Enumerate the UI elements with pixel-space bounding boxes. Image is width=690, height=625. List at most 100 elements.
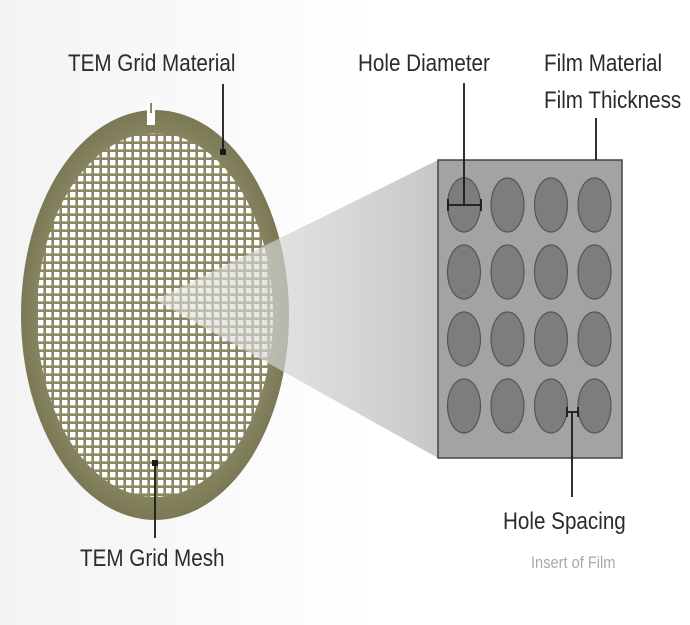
mesh-opening	[38, 328, 44, 334]
mesh-opening	[206, 344, 212, 350]
mesh-opening	[110, 448, 116, 454]
mesh-opening	[134, 408, 140, 414]
mesh-opening	[102, 424, 108, 430]
mesh-opening	[158, 456, 164, 462]
mesh-opening	[110, 328, 116, 334]
mesh-opening	[246, 376, 252, 382]
mesh-opening	[110, 176, 116, 182]
mesh-opening	[134, 328, 140, 334]
mesh-opening	[126, 384, 132, 390]
mesh-opening	[38, 296, 44, 302]
mesh-opening	[126, 192, 132, 198]
mesh-opening	[142, 256, 148, 262]
mesh-opening	[126, 376, 132, 382]
mesh-opening	[94, 216, 100, 222]
mesh-opening	[94, 320, 100, 326]
mesh-opening	[254, 472, 260, 478]
mesh-opening	[142, 376, 148, 382]
mesh-opening	[158, 208, 164, 214]
mesh-opening	[142, 448, 148, 454]
mesh-opening	[110, 352, 116, 358]
mesh-opening	[238, 368, 244, 374]
film-hole	[490, 177, 525, 233]
mesh-opening	[230, 488, 236, 494]
mesh-opening	[166, 464, 172, 470]
mesh-opening	[78, 328, 84, 334]
mesh-opening	[78, 440, 84, 446]
mesh-opening	[214, 360, 220, 366]
mesh-opening	[126, 232, 132, 238]
mesh-opening	[118, 424, 124, 430]
mesh-opening	[262, 184, 268, 190]
mesh-opening	[198, 216, 204, 222]
mesh-opening	[38, 464, 44, 470]
mesh-opening	[230, 184, 236, 190]
mesh-opening	[86, 440, 92, 446]
mesh-opening	[118, 472, 124, 478]
mesh-opening	[38, 320, 44, 326]
mesh-opening	[206, 208, 212, 214]
mesh-opening	[118, 312, 124, 318]
leader-dot-grid-mesh	[152, 460, 158, 466]
mesh-opening	[54, 328, 60, 334]
mesh-opening	[142, 280, 148, 286]
mesh-opening	[62, 232, 68, 238]
film-hole	[533, 244, 569, 300]
mesh-opening	[46, 144, 52, 150]
mesh-opening	[270, 480, 273, 486]
mesh-opening	[262, 360, 268, 366]
mesh-opening	[142, 480, 148, 486]
mesh-opening	[94, 344, 100, 350]
mesh-opening	[78, 312, 84, 318]
mesh-opening	[134, 360, 140, 366]
mesh-opening	[70, 133, 76, 134]
mesh-opening	[110, 168, 116, 174]
mesh-opening	[214, 120, 219, 125]
mesh-opening	[134, 136, 140, 142]
mesh-opening	[70, 120, 75, 125]
mesh-opening	[150, 320, 156, 326]
mesh-opening	[222, 352, 228, 358]
mesh-opening	[94, 384, 100, 390]
mesh-opening	[142, 224, 148, 230]
mesh-opening	[158, 464, 164, 470]
mesh-opening	[206, 392, 212, 398]
mesh-opening	[134, 488, 140, 494]
mesh-opening	[190, 352, 196, 358]
mesh-opening	[134, 144, 140, 150]
mesh-opening	[70, 408, 76, 414]
mesh-opening	[254, 120, 259, 125]
mesh-opening	[30, 440, 35, 445]
mesh-opening	[46, 448, 52, 454]
mesh-opening	[198, 224, 204, 230]
mesh-opening	[94, 392, 100, 398]
mesh-opening	[102, 280, 108, 286]
mesh-opening	[102, 224, 108, 230]
mesh-opening	[102, 328, 108, 334]
mesh-opening	[118, 336, 124, 342]
mesh-opening	[270, 496, 273, 497]
mesh-opening	[270, 136, 273, 142]
mesh-opening	[246, 216, 252, 222]
mesh-opening	[150, 168, 156, 174]
mesh-opening	[110, 200, 116, 206]
mesh-opening	[38, 496, 44, 497]
mesh-opening	[118, 272, 124, 278]
mesh-opening	[158, 272, 164, 278]
mesh-opening	[118, 416, 124, 422]
mesh-opening	[78, 192, 84, 198]
mesh-opening	[46, 456, 52, 462]
mesh-opening	[110, 152, 116, 158]
film-hole	[577, 311, 612, 367]
mesh-opening	[150, 232, 156, 238]
mesh-opening	[190, 400, 196, 406]
mesh-opening	[182, 144, 188, 150]
mesh-opening	[126, 440, 132, 446]
mesh-opening	[110, 376, 116, 382]
mesh-opening	[174, 360, 180, 366]
mesh-opening	[38, 432, 44, 438]
mesh-opening	[190, 360, 196, 366]
mesh-opening	[174, 480, 180, 486]
mesh-opening	[190, 480, 196, 486]
